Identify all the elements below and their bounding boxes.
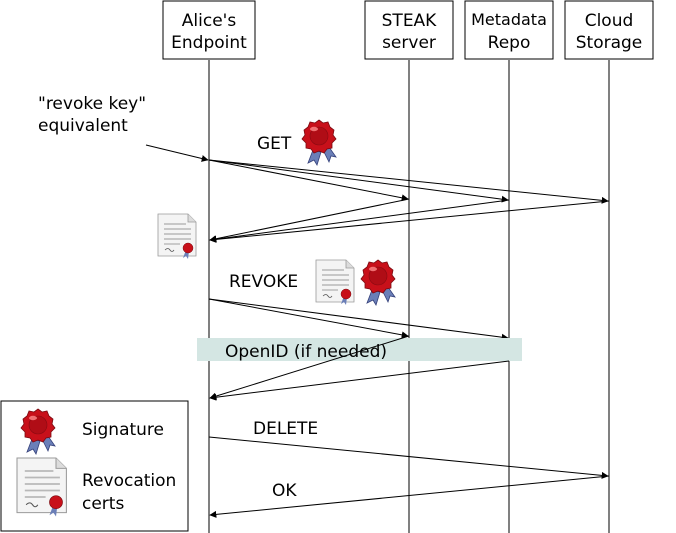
arrow-get-cloud bbox=[208, 159, 609, 204]
arrow-ok bbox=[209, 475, 610, 518]
message-revoke-label: REVOKE bbox=[229, 272, 298, 292]
arrow-revoke-steak bbox=[208, 298, 409, 339]
svg-text:Storage: Storage bbox=[576, 33, 643, 53]
svg-text:Repo: Repo bbox=[488, 33, 531, 53]
svg-text:Cloud: Cloud bbox=[585, 11, 634, 31]
participant-cloud-storage: Cloud Storage bbox=[564, 0, 654, 60]
legend-revocation-label: Revocation bbox=[82, 471, 176, 491]
openid-label: OpenID (if needed) bbox=[225, 342, 387, 362]
legend: Signature Revocation certs bbox=[0, 400, 189, 532]
arrow-delete-cloud bbox=[208, 436, 609, 479]
openid-band bbox=[197, 338, 522, 361]
message-get-label: GET bbox=[257, 134, 292, 154]
arrow-resp-metadata bbox=[209, 199, 510, 243]
wax-seal-icon bbox=[301, 119, 337, 166]
note-arrow bbox=[145, 144, 209, 162]
certificate-icon bbox=[16, 457, 68, 518]
legend-signature-label: Signature bbox=[82, 420, 164, 440]
arrow-resp-steak bbox=[209, 198, 410, 243]
message-delete-label: DELETE bbox=[253, 419, 318, 439]
svg-text:Alice's: Alice's bbox=[182, 11, 237, 31]
svg-text:STEAK: STEAK bbox=[382, 11, 438, 31]
participant-steak-server: STEAK server bbox=[364, 0, 454, 60]
note-line-2: equivalent bbox=[38, 116, 128, 136]
message-ok-label: OK bbox=[272, 481, 297, 501]
svg-text:Endpoint: Endpoint bbox=[171, 33, 247, 53]
certificate-icon bbox=[157, 213, 197, 260]
certificate-icon bbox=[315, 259, 355, 306]
svg-text:server: server bbox=[382, 33, 436, 53]
participant-alice: Alice's Endpoint bbox=[162, 0, 256, 60]
arrow-openid-metadata bbox=[209, 360, 510, 401]
participant-metadata-repo: Metadata Repo bbox=[464, 0, 554, 60]
note-line-1: "revoke key" bbox=[38, 94, 146, 114]
arrow-get-metadata bbox=[208, 159, 509, 203]
svg-text:Metadata: Metadata bbox=[471, 10, 547, 29]
wax-seal-icon bbox=[360, 259, 396, 306]
arrow-revoke-metadata bbox=[208, 298, 509, 341]
arrow-get-steak bbox=[208, 159, 409, 202]
arrow-resp-cloud bbox=[209, 200, 610, 243]
arrow-openid-steak bbox=[209, 335, 410, 400]
legend-certs-label: certs bbox=[82, 494, 124, 514]
